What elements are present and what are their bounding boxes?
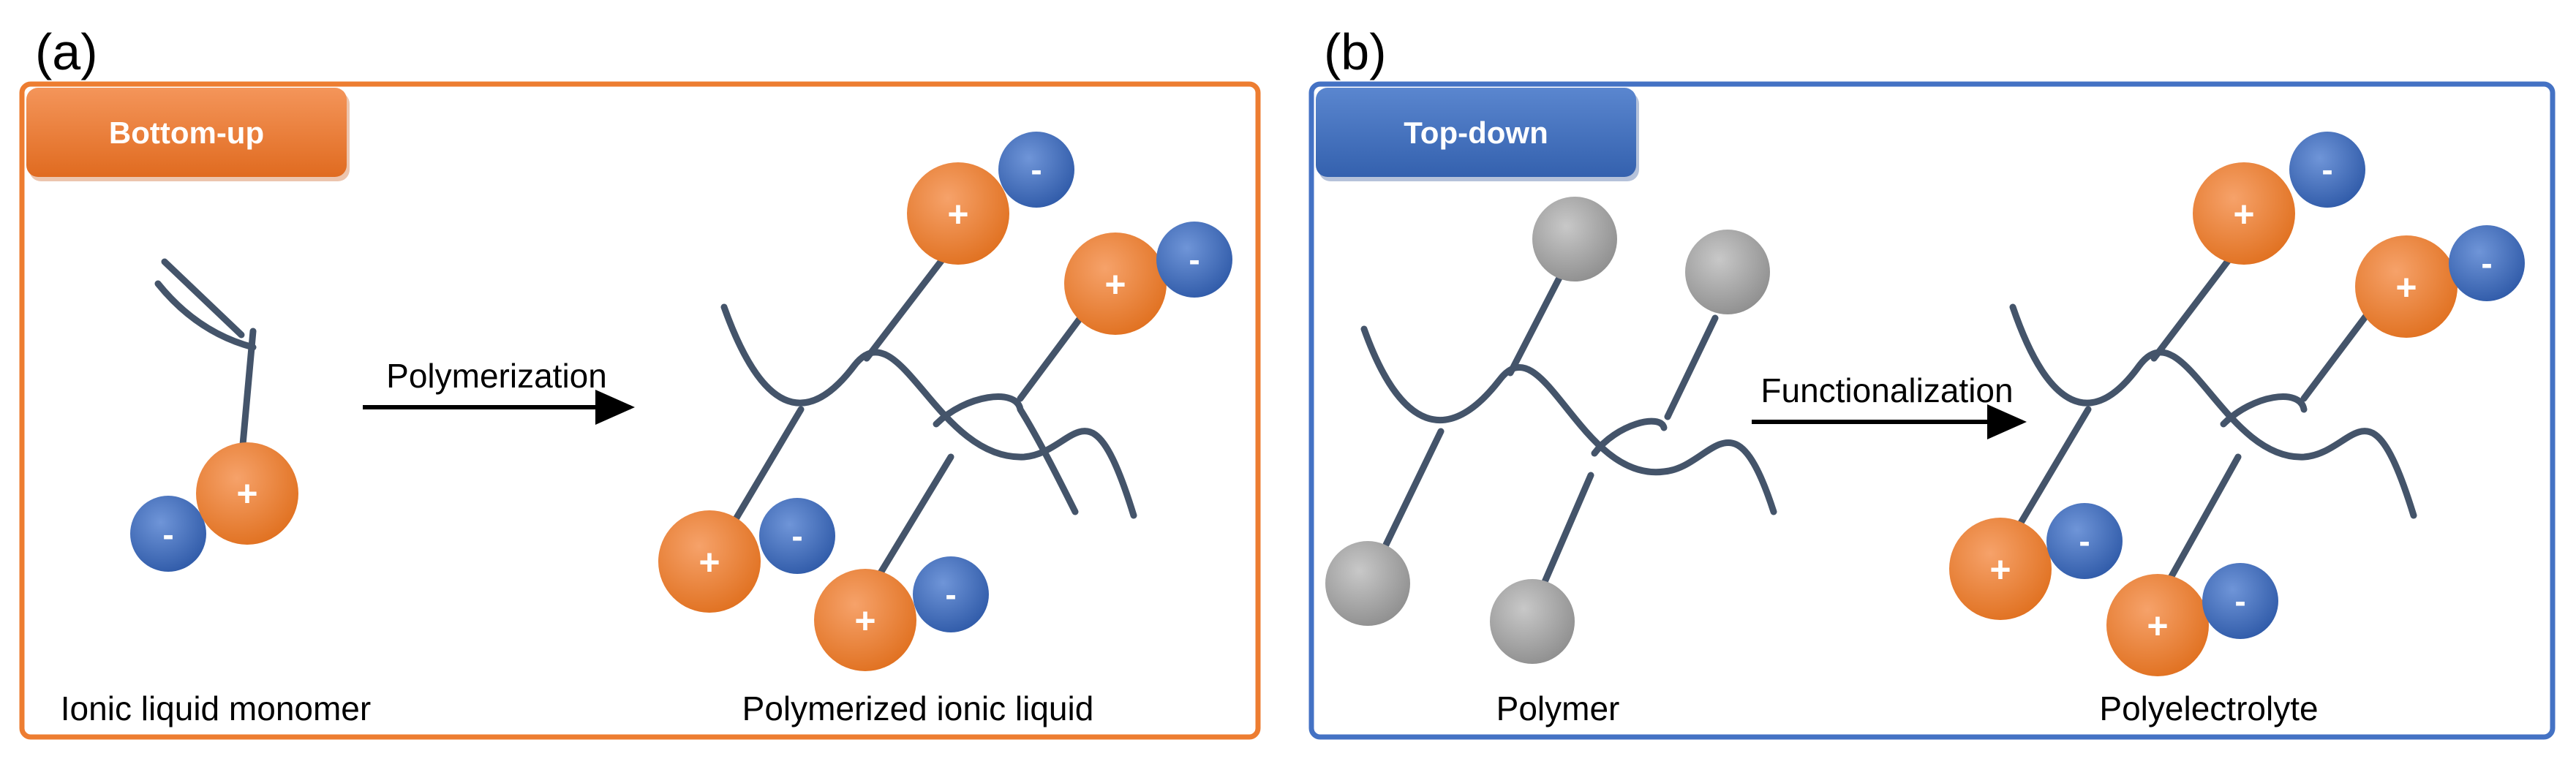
panel-a-letter: (a) bbox=[35, 23, 98, 80]
ion-pair-a-4: + - bbox=[814, 556, 989, 671]
anion-sign: - bbox=[2234, 582, 2245, 620]
neutral-group bbox=[1490, 579, 1575, 664]
cation-sign: + bbox=[947, 194, 968, 235]
cation-sign: + bbox=[2233, 194, 2254, 235]
polymer-label: Polymer bbox=[1496, 689, 1620, 727]
polymer-neutral bbox=[1325, 197, 1777, 664]
ion-pair-a-2: + - bbox=[1064, 222, 1232, 335]
anion-sign: - bbox=[2079, 522, 2090, 560]
anion-sign: - bbox=[945, 575, 956, 613]
cation-sign: + bbox=[2395, 267, 2417, 308]
monomer: - + bbox=[130, 258, 298, 572]
neutral-group bbox=[1685, 230, 1770, 314]
cation-sign: + bbox=[236, 473, 257, 514]
monomer-cation: + bbox=[196, 442, 298, 545]
polymerized-label: Polymerized ionic liquid bbox=[742, 689, 1094, 727]
anion-sign: - bbox=[2321, 151, 2332, 189]
tab-top-down-label: Top-down bbox=[1404, 116, 1548, 150]
tab-bottom-up-label: Bottom-up bbox=[109, 116, 264, 150]
functionalization-arrow: Functionalization bbox=[1752, 371, 2027, 439]
anion-sign: - bbox=[1189, 241, 1200, 279]
cation-sign: + bbox=[2147, 605, 2168, 646]
ion-pair-a-3: + - bbox=[658, 498, 835, 613]
cation-sign: + bbox=[1104, 264, 1126, 305]
ion-pair-b-3: + - bbox=[1949, 503, 2123, 620]
anion-sign: - bbox=[162, 515, 173, 553]
panel-a: (a) Bottom-up - + Polymerization bbox=[19, 23, 1261, 740]
functionalization-label: Functionalization bbox=[1760, 371, 2013, 409]
cation-sign: + bbox=[698, 542, 720, 583]
panel-b: (b) Top-down Functionalization bbox=[1308, 23, 2556, 740]
ion-pair-b-2: + - bbox=[2355, 225, 2525, 338]
polymerization-label: Polymerization bbox=[386, 357, 607, 395]
tab-top-down: Top-down bbox=[1316, 88, 1639, 181]
monomer-anion: - bbox=[130, 496, 206, 572]
neutral-group bbox=[1532, 197, 1617, 281]
anion-sign: - bbox=[1031, 151, 1042, 189]
panel-a-frame bbox=[19, 81, 1261, 740]
panel-b-letter: (b) bbox=[1324, 23, 1387, 80]
tab-bottom-up: Bottom-up bbox=[26, 88, 350, 181]
ion-pair-b-1: + - bbox=[2193, 132, 2365, 265]
anion-sign: - bbox=[791, 517, 802, 555]
polyelectrolyte-label: Polyelectrolyte bbox=[2099, 689, 2318, 727]
polymerization-arrow: Polymerization bbox=[363, 357, 635, 425]
anion-sign: - bbox=[2481, 244, 2492, 282]
neutral-group bbox=[1325, 541, 1410, 626]
ion-pair-a-1: + - bbox=[907, 132, 1074, 265]
polymer-a bbox=[720, 242, 1137, 581]
cation-sign: + bbox=[1989, 549, 2011, 590]
ion-pair-b-4: + - bbox=[2106, 563, 2278, 676]
monomer-label: Ionic liquid monomer bbox=[61, 689, 371, 727]
cation-sign: + bbox=[854, 600, 875, 641]
